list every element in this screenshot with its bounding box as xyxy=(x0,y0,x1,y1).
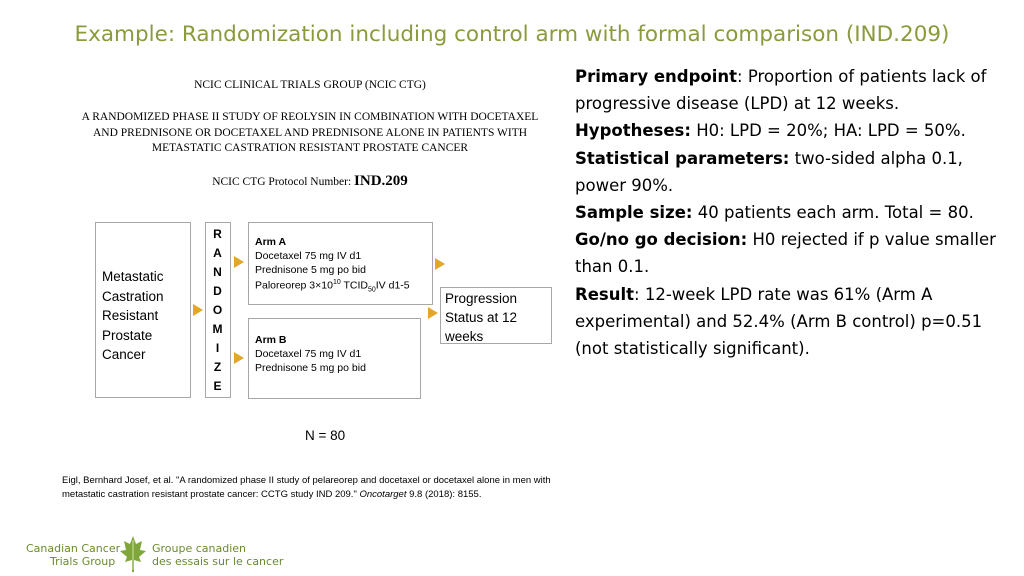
arm-a-dose-unit: TCID xyxy=(340,279,368,292)
primary-endpoint-text: : Proportion of patients lack of progres… xyxy=(575,67,987,114)
logo-text-en: Canadian Cancer Trials Group xyxy=(26,542,120,568)
citation-volume: 9.8 (2018): 8155. xyxy=(406,489,482,500)
population-box: Metastatic Castration Resistant Prostate… xyxy=(95,222,191,398)
arm-b-line: Docetaxel 75 mg IV d1 xyxy=(255,348,362,360)
result-label: Result xyxy=(575,284,635,304)
protocol-number: IND.209 xyxy=(354,173,408,189)
population-line: Castration xyxy=(102,288,164,304)
outcome-line: weeks xyxy=(445,329,484,344)
slide-title: Example: Randomization including control… xyxy=(74,22,950,47)
citation-text: Eigl, Bernhard Josef, et al. "A randomiz… xyxy=(62,475,551,500)
protocol-number-line: NCIC CTG Protocol Number: IND.209 xyxy=(0,173,620,190)
protocol-label: NCIC CTG Protocol Number: xyxy=(212,176,352,188)
statistical-parameters-label: Statistical parameters: xyxy=(575,148,790,168)
arm-a-schedule: IV d1-5 xyxy=(375,279,410,292)
study-title: A RANDOMIZED PHASE II STUDY OF REOLYSIN … xyxy=(50,110,570,157)
arrow-right-icon xyxy=(193,304,203,316)
population-line: Prostate xyxy=(102,327,153,343)
randomize-letter: Z xyxy=(213,360,222,374)
maple-leaf-icon xyxy=(120,536,146,572)
randomize-letter: M xyxy=(212,322,223,336)
logo-fr-line: Groupe canadien xyxy=(152,542,247,555)
result-item: Result: 12-week LPD rate was 61% (Arm A … xyxy=(575,281,1005,363)
cctg-logo: Canadian Cancer Trials Group Groupe cana… xyxy=(26,534,283,574)
hypotheses-item: Hypotheses: H0: LPD = 20%; HA: LPD = 50%… xyxy=(575,117,1005,144)
outcome-line: Status at 12 xyxy=(445,310,518,325)
arm-a-dose-subscript: 50 xyxy=(367,286,376,294)
sample-size-text: 40 patients each arm. Total = 80. xyxy=(692,203,974,223)
statistical-parameters-text: two-sided alpha 0.1, power 90%. xyxy=(575,148,963,195)
hypotheses-label: Hypotheses: xyxy=(575,121,691,141)
randomize-letter: E xyxy=(213,379,222,393)
randomize-letter: I xyxy=(215,341,220,355)
randomize-letter: O xyxy=(212,303,223,317)
logo-fr-line: des essais sur le cancer xyxy=(152,555,284,568)
sample-size-item: Sample size: 40 patients each arm. Total… xyxy=(575,199,1005,226)
primary-endpoint-item: Primary endpoint: Proportion of patients… xyxy=(575,63,1005,117)
outcome-box: Progression Status at 12 weeks xyxy=(440,287,552,344)
primary-endpoint-label: Primary endpoint xyxy=(575,67,738,86)
arm-a-name: Arm A xyxy=(255,236,287,248)
go-no-go-item: Go/no go decision: H0 rejected if p valu… xyxy=(575,226,1005,280)
trials-group-name: NCIC CLINICAL TRIALS GROUP (NCIC CTG) xyxy=(194,79,426,91)
citation-journal: Oncotarget xyxy=(359,489,407,500)
randomize-letter: N xyxy=(213,265,222,279)
randomize-box: R A N D O M I Z E xyxy=(205,222,231,398)
arm-a-line: Paloreorep 3×1010 TCID50IV d1-5 xyxy=(255,279,410,294)
sample-size-label: N = 80 xyxy=(305,428,346,443)
arm-b-name: Arm B xyxy=(255,334,287,346)
citation: Eigl, Bernhard Josef, et al. "A randomiz… xyxy=(62,474,552,502)
go-no-go-label: Go/no go decision: xyxy=(575,230,748,250)
logo-en-line: Canadian Cancer xyxy=(26,542,121,555)
arm-a-line: Prednisone 5 mg po bid xyxy=(255,264,366,276)
study-summary: Primary endpoint: Proportion of patients… xyxy=(575,63,1005,362)
statistical-parameters-item: Statistical parameters: two-sided alpha … xyxy=(575,145,1005,199)
logo-text-fr: Groupe canadien des essais sur le cancer xyxy=(152,542,283,568)
arrow-right-icon xyxy=(435,258,445,270)
randomize-letter: A xyxy=(213,246,222,260)
arrow-right-icon xyxy=(234,256,244,268)
arm-b-box: Arm B Docetaxel 75 mg IV d1 Prednisone 5… xyxy=(248,318,421,399)
hypotheses-text: H0: LPD = 20%; HA: LPD = 50%. xyxy=(690,121,966,141)
logo-en-line: Trials Group xyxy=(50,555,116,568)
outcome-line: Progression xyxy=(445,291,518,306)
population-line: Resistant xyxy=(102,308,159,323)
sample-size-item-label: Sample size: xyxy=(575,203,693,223)
arm-a-box: Arm A Docetaxel 75 mg IV d1 Prednisone 5… xyxy=(248,222,433,305)
randomize-letter: D xyxy=(213,284,222,298)
population-line: Cancer xyxy=(102,347,146,362)
arm-b-line: Prednisone 5 mg po bid xyxy=(255,362,366,374)
study-title-line: A RANDOMIZED PHASE II STUDY OF REOLYSIN … xyxy=(81,111,539,123)
population-line: Metastatic xyxy=(102,269,164,284)
arrow-right-icon xyxy=(428,307,438,319)
arm-a-dose-exponent: 10 xyxy=(332,279,341,286)
result-text: : 12-week LPD rate was 61% (Arm A experi… xyxy=(575,284,983,359)
study-title-line: AND PREDNISONE OR DOCETAXEL AND PREDNISO… xyxy=(92,126,528,139)
arrow-right-icon xyxy=(234,352,244,364)
study-title-line: METASTATIC CASTRATION RESISTANT PROSTATE… xyxy=(151,142,469,154)
go-no-go-text: H0 rejected if p value smaller than 0.1. xyxy=(575,230,996,277)
arm-a-line: Docetaxel 75 mg IV d1 xyxy=(255,250,362,262)
randomize-letter: R xyxy=(213,227,222,241)
arm-a-dose: Paloreorep 3×10 xyxy=(255,279,333,292)
